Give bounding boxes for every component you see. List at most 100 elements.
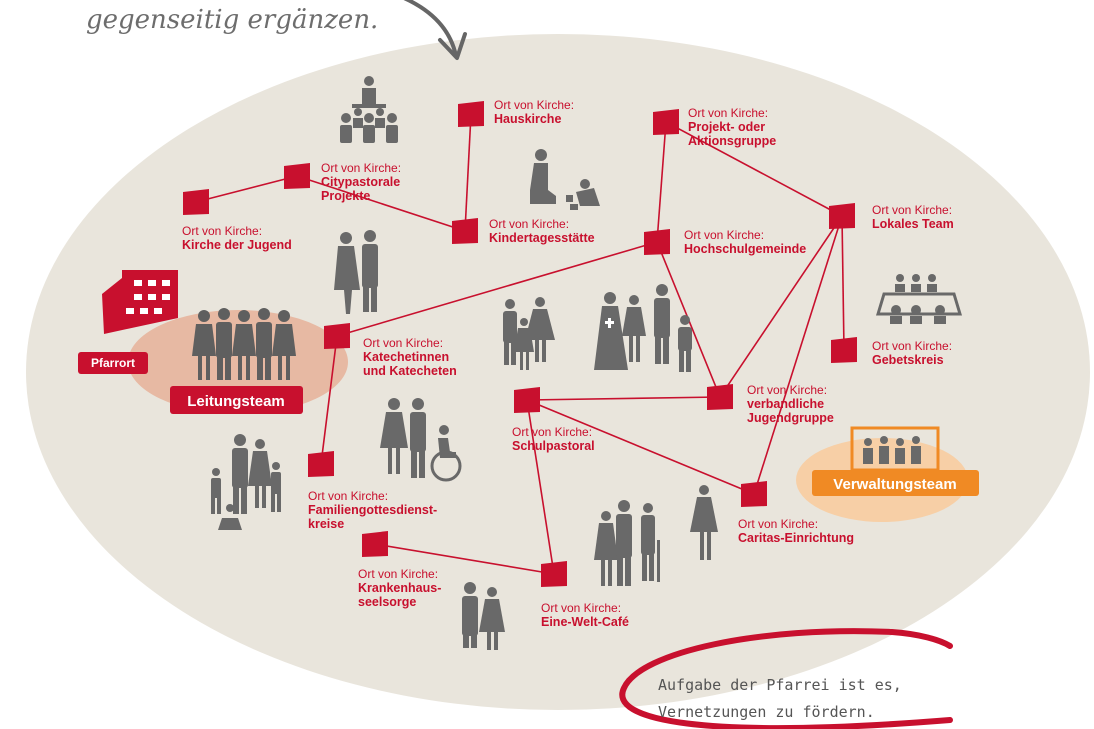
- node-label-gebet-0: Gebetskreis: [872, 353, 944, 367]
- node-label-familien-0: Familiengottesdienst-: [308, 503, 437, 517]
- node-square-jugend: [183, 189, 209, 215]
- youth-couple-icon: [334, 230, 378, 314]
- node-label-kranken-0: Krankenhaus-: [358, 581, 441, 595]
- arrow-line: [403, 0, 458, 58]
- leitungsteam-badge: Leitungsteam: [170, 386, 303, 414]
- node-label-eineWelt-0: Eine-Welt-Café: [541, 615, 629, 629]
- elderly-group-icon: [594, 500, 660, 586]
- leitungsteam-label: Leitungsteam: [187, 393, 285, 410]
- node-square-kranken: [362, 531, 388, 557]
- node-label-kranken-1: seelsorge: [358, 595, 416, 609]
- node-square-gebet: [831, 337, 857, 363]
- node-square-eineWelt: [541, 561, 567, 587]
- edge-hauskirche-kita: [464, 113, 472, 232]
- node-familien: Ort von Kirche:Familiengottesdienst-krei…: [308, 451, 437, 531]
- pfarrort-badge: Pfarrort: [78, 352, 148, 374]
- node-square-lokal: [829, 203, 855, 229]
- node-prefix-katech: Ort von Kirche:: [363, 336, 443, 350]
- edge-lokal-verband: [719, 215, 843, 398]
- node-square-verband: [707, 384, 733, 410]
- edge-schul-eineWelt: [526, 399, 555, 575]
- node-prefix-kranken: Ort von Kirche:: [358, 567, 438, 581]
- pfarrort-label: Pfarrort: [91, 356, 135, 370]
- node-prefix-projekt: Ort von Kirche:: [688, 106, 768, 120]
- node-square-kita: [452, 218, 478, 244]
- node-square-caritas: [741, 481, 767, 507]
- node-label-schul-0: Schulpastoral: [512, 439, 595, 453]
- verwaltungsteam-badge: Verwaltungsteam: [812, 470, 979, 496]
- edge-schul-verband: [526, 396, 721, 401]
- congregation-icon: [340, 76, 398, 143]
- node-prefix-verband: Ort von Kirche:: [747, 383, 827, 397]
- node-kita: Ort von Kirche:Kindertagesstätte: [452, 217, 595, 245]
- node-label-hauskirche-0: Hauskirche: [494, 112, 561, 126]
- node-label-citypastoral-1: Projekte: [321, 189, 370, 203]
- node-eineWelt: Ort von Kirche:Eine-Welt-Café: [541, 561, 629, 629]
- node-label-citypastoral-0: Citypastorale: [321, 175, 400, 189]
- family-group-icon: [503, 297, 555, 370]
- node-caritas: Ort von Kirche:Caritas-Einrichtung: [738, 481, 854, 545]
- node-square-hauskirche: [458, 101, 484, 127]
- node-prefix-hauskirche: Ort von Kirche:: [494, 98, 574, 112]
- node-prefix-lokal: Ort von Kirche:: [872, 203, 952, 217]
- node-label-caritas-0: Caritas-Einrichtung: [738, 531, 854, 545]
- node-label-lokal-0: Lokales Team: [872, 217, 954, 231]
- node-hochschul: Ort von Kirche:Hochschulgemeinde: [644, 228, 806, 256]
- edge-projekt-hochschul: [656, 121, 667, 243]
- node-label-familien-1: kreise: [308, 517, 344, 531]
- node-prefix-hochschul: Ort von Kirche:: [684, 228, 764, 242]
- node-label-katech-0: Katechetinnen: [363, 350, 449, 364]
- node-prefix-familien: Ort von Kirche:: [308, 489, 388, 503]
- node-kranken: Ort von Kirche:Krankenhaus-seelsorge: [358, 531, 441, 609]
- node-prefix-kita: Ort von Kirche:: [489, 217, 569, 231]
- node-label-hochschul-0: Hochschulgemeinde: [684, 242, 806, 256]
- node-square-projekt: [653, 109, 679, 135]
- node-hauskirche: Ort von Kirche:Hauskirche: [458, 98, 574, 127]
- meeting-table-icon: [875, 274, 963, 324]
- wheelchair-group-icon: [380, 398, 462, 482]
- person-caritas-icon: [690, 485, 718, 560]
- node-prefix-eineWelt: Ort von Kirche:: [541, 601, 621, 615]
- edge-lokal-gebet: [841, 215, 845, 351]
- edge-hochschul-katech: [336, 241, 658, 337]
- edge-citypastoral-kita: [296, 175, 466, 232]
- background-oval: [26, 34, 1090, 710]
- node-square-familien: [308, 451, 334, 477]
- node-prefix-caritas: Ort von Kirche:: [738, 517, 818, 531]
- edge-projekt-lokal: [665, 121, 843, 217]
- node-label-verband-1: Jugendgruppe: [747, 411, 834, 425]
- tagline: gegenseitig ergänzen.: [86, 5, 378, 35]
- node-label-jugend-0: Kirche der Jugend: [182, 238, 292, 252]
- leitungsteam-figures-icon: [192, 308, 296, 380]
- edge-katech-familien: [320, 335, 338, 465]
- caption-line-2: Vernetzungen zu fördern.: [658, 703, 875, 721]
- node-prefix-schul: Ort von Kirche:: [512, 425, 592, 439]
- verwaltungsteam-label: Verwaltungsteam: [833, 476, 956, 493]
- families-icon: [211, 434, 281, 530]
- node-label-projekt-1: Aktionsgruppe: [688, 134, 776, 148]
- caption-swoosh: [619, 628, 953, 729]
- church-building-icon: [102, 270, 178, 334]
- node-square-hochschul: [644, 229, 670, 255]
- node-prefix-citypastoral: Ort von Kirche:: [321, 161, 401, 175]
- node-label-verband-0: verbandliche: [747, 397, 824, 411]
- edge-jugend-citypastoral: [195, 175, 298, 203]
- hospital-couple-icon: [462, 582, 505, 650]
- clergy-group-icon: [594, 284, 692, 372]
- node-label-projekt-0: Projekt- oder: [688, 120, 765, 134]
- caption-line-1: Aufgabe der Pfarrei ist es,: [658, 676, 902, 694]
- node-schul: Ort von Kirche:Schulpastoral: [512, 387, 595, 453]
- node-label-katech-1: und Katecheten: [363, 364, 457, 378]
- arrow-head-icon: [438, 32, 467, 60]
- node-square-citypastoral: [284, 163, 310, 189]
- node-jugend: Ort von Kirche:Kirche der Jugend: [182, 189, 292, 252]
- edge-schul-caritas: [526, 399, 755, 495]
- edge-lokal-caritas: [753, 215, 843, 495]
- node-prefix-gebet: Ort von Kirche:: [872, 339, 952, 353]
- node-square-schul: [514, 387, 540, 413]
- edge-kranken-eineWelt: [374, 543, 555, 575]
- node-lokal: Ort von Kirche:Lokales Team: [829, 203, 954, 231]
